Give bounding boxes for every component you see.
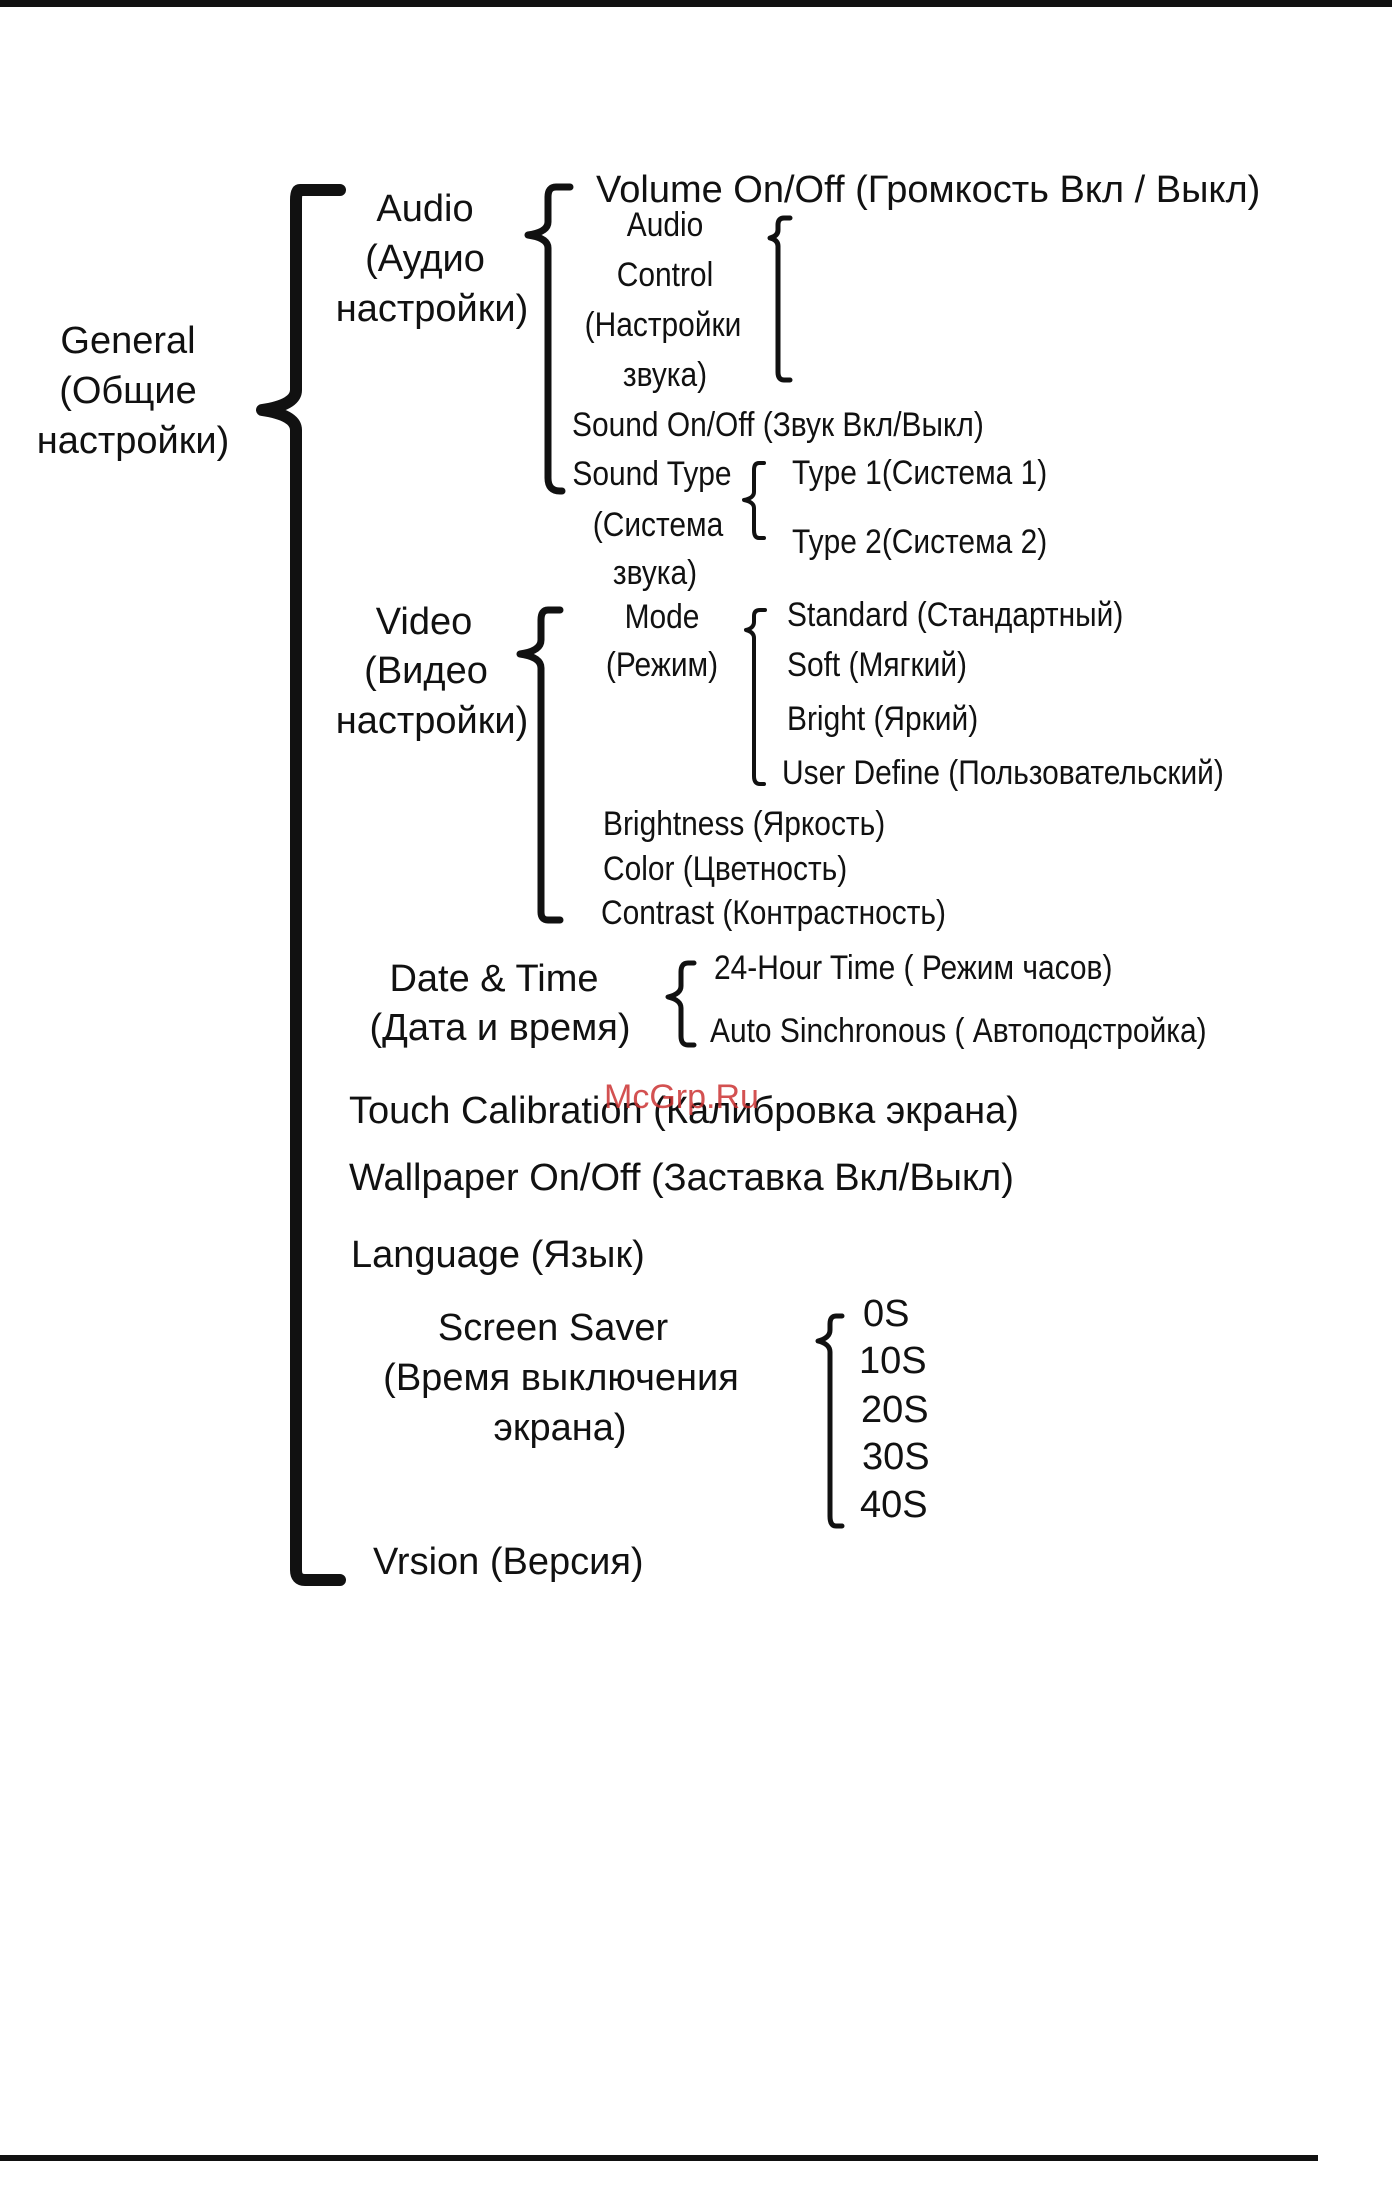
- screensaver-option-0s: 0S: [863, 1293, 910, 1335]
- datetime-heading-ru: (Дата и время): [369, 1007, 631, 1049]
- screensaver-brace: [815, 1313, 845, 1529]
- audio-heading-ru-2: настройки): [335, 288, 529, 330]
- screensaver-heading-ru-1: (Время выключения: [383, 1357, 739, 1399]
- top-rule: [0, 0, 1392, 7]
- audio-control-label-4: звука): [622, 356, 708, 394]
- bottom-rule: [0, 2155, 1318, 2161]
- screensaver-option-10s: 10S: [859, 1340, 927, 1382]
- mode-soft-item: Soft (Мягкий): [787, 646, 968, 684]
- mode-standard-item: Standard (Стандартный): [787, 596, 1124, 634]
- wallpaper-onoff-item: Wallpaper On/Off (Заставка Вкл/Выкл): [349, 1157, 1014, 1199]
- general-label: General: [60, 320, 196, 362]
- video-heading-ru-2: настройки): [335, 700, 529, 742]
- screensaver-heading: Screen Saver: [437, 1307, 669, 1349]
- sound-type-brace: [742, 461, 766, 540]
- root-brace: [256, 184, 346, 1586]
- audio-control-brace: [767, 215, 793, 383]
- sound-type-1-item: Type 1(Система 1): [792, 454, 1048, 492]
- 24-hour-time-item: 24-Hour Time ( Режим часов): [714, 949, 1113, 987]
- audio-control-label-2: Control: [616, 256, 714, 294]
- sound-type-2-item: Type 2(Система 2): [792, 523, 1048, 561]
- sound-type-label: Sound Type: [572, 455, 732, 493]
- audio-control-label: Audio: [626, 206, 704, 244]
- screensaver-option-30s: 30S: [862, 1436, 930, 1478]
- mode-label-ru: (Режим): [605, 646, 719, 684]
- screensaver-heading-ru-2: экрана): [493, 1407, 627, 1449]
- mode-brace: [744, 608, 767, 786]
- color-item: Color (Цветность): [603, 850, 848, 888]
- screensaver-option-20s: 20S: [861, 1389, 929, 1431]
- version-item: Vrsion (Версия): [373, 1541, 644, 1583]
- audio-control-label-3: (Настройки: [584, 306, 742, 344]
- mode-label: Mode: [624, 598, 700, 636]
- video-brace: [516, 606, 564, 924]
- video-heading: Video: [375, 601, 473, 643]
- sound-type-label-2: (Система: [592, 506, 724, 544]
- brightness-item: Brightness (Яркость): [603, 805, 886, 843]
- audio-heading-ru-1: (Аудио: [365, 238, 485, 280]
- auto-sync-item: Auto Sinchronous ( Автоподстройка): [710, 1012, 1207, 1050]
- touch-calibration-item: Touch Calibration (Калибровка экрана): [349, 1090, 1019, 1132]
- mode-user-define-item: User Define (Пользовательский): [782, 754, 1224, 792]
- general-label-ru-2: настройки): [36, 420, 230, 462]
- language-item: Language (Язык): [351, 1234, 645, 1276]
- screensaver-option-40s: 40S: [860, 1484, 928, 1526]
- audio-heading: Audio: [376, 188, 474, 230]
- mode-bright-item: Bright (Яркий): [787, 700, 979, 738]
- video-heading-ru-1: (Видео: [364, 650, 488, 692]
- datetime-heading: Date & Time: [389, 958, 599, 1000]
- volume-onoff-item: Volume On/Off (Громкость Вкл / Выкл): [596, 169, 1261, 211]
- contrast-item: Contrast (Контрастность): [601, 894, 946, 932]
- sound-type-label-3: звука): [612, 554, 698, 592]
- watermark: McGrp.Ru: [604, 1078, 759, 1116]
- datetime-brace: [665, 960, 697, 1048]
- general-label-ru-1: (Общие: [59, 370, 197, 412]
- audio-brace: [524, 183, 574, 495]
- sound-onoff-item: Sound On/Off (Звук Вкл/Выкл): [572, 406, 984, 444]
